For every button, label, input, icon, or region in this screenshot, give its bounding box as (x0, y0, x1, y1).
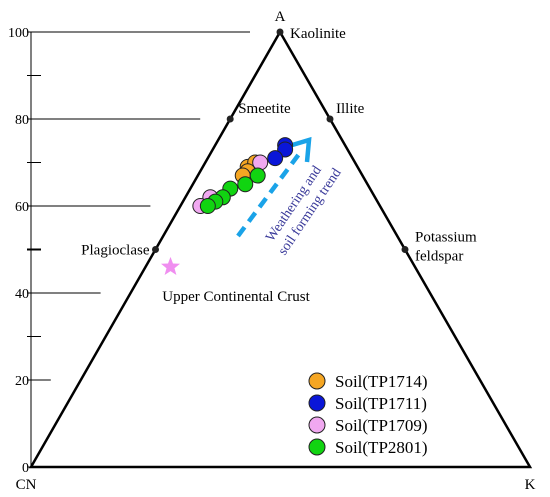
tick-label-100: 100 (8, 26, 29, 41)
legend-marker-2 (308, 394, 326, 412)
ref-point-smeetite (226, 115, 234, 123)
tick-label-60: 60 (15, 200, 29, 215)
data-points (192, 137, 294, 214)
ucc-star (161, 256, 180, 275)
ref-label-smeetite: Smeetite (238, 101, 291, 117)
ref-point-plagioclase (152, 246, 159, 253)
left-axis: 0 20 40 60 80 100 (8, 26, 250, 476)
ref-label-plagioclase: Plagioclase (81, 243, 150, 259)
point-soiltp2801-2 (237, 176, 254, 193)
vertex-label-right: K (525, 477, 536, 493)
tick-label-40: 40 (15, 287, 29, 302)
tick-label-80: 80 (15, 113, 29, 128)
legend-label-2: Soil(TP1711) (335, 394, 427, 413)
ref-label-illite: Illite (336, 101, 365, 117)
legend-label-4: Soil(TP2801) (335, 438, 428, 457)
point-soiltp2801-1 (249, 167, 266, 184)
legend-marker-1 (308, 372, 326, 390)
tick-label-0: 0 (22, 461, 29, 476)
vertex-label-top: A (275, 9, 286, 25)
legend-marker-4 (308, 438, 326, 456)
legend-label-1: Soil(TP1714) (335, 372, 428, 391)
ref-point-potassium-feldspar (401, 246, 409, 253)
legend: Soil(TP1714) Soil(TP1711) Soil(TP1709) Soil… (308, 372, 428, 457)
legend-label-3: Soil(TP1709) (335, 416, 428, 435)
trend-arrow-head (288, 136, 312, 163)
tick-label-20: 20 (15, 374, 29, 389)
ref-point-kaolinite (276, 28, 284, 36)
ref-label-potassium-feldspar-line1: Potassium (415, 230, 477, 246)
point-soiltp1709-3 (252, 154, 269, 171)
point-soiltp1711-3 (267, 150, 284, 167)
ref-point-illite (326, 115, 334, 123)
vertex-label-left: CN (16, 477, 37, 493)
ref-label-kaolinite: Kaolinite (290, 26, 346, 42)
legend-marker-3 (308, 416, 326, 434)
ucc-label: Upper Continental Crust (162, 289, 310, 305)
point-soiltp2801-6 (199, 198, 216, 214)
ref-label-potassium-feldspar-line2: feldspar (415, 249, 463, 265)
